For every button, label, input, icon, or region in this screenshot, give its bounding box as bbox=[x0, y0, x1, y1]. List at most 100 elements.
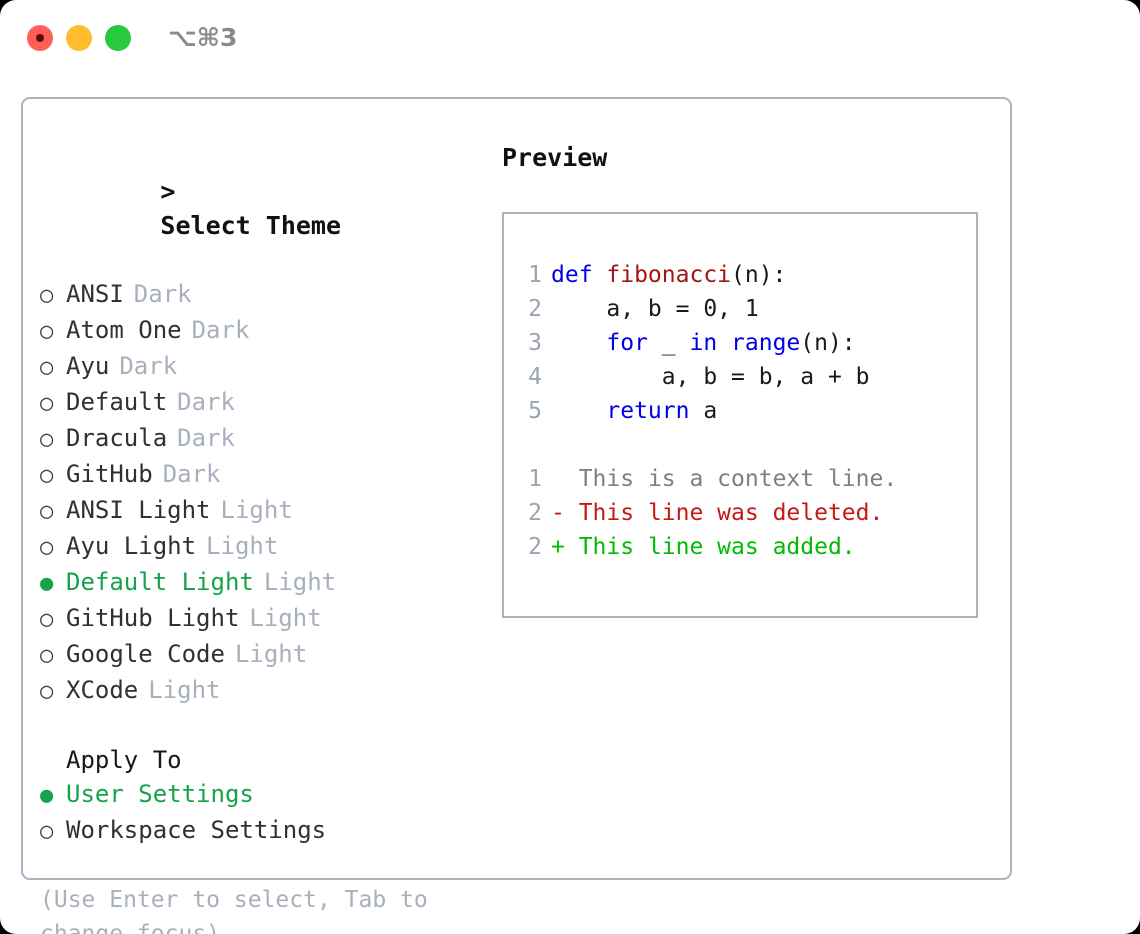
code-token: def bbox=[551, 262, 607, 288]
close-window-icon[interactable] bbox=[27, 25, 53, 51]
code-line-number: 2 bbox=[528, 296, 542, 322]
theme-option-row[interactable]: ○ ANSI Light Light bbox=[40, 493, 490, 529]
theme-option-category: Light bbox=[234, 640, 308, 668]
diff-marker: - bbox=[551, 500, 579, 526]
theme-option-row[interactable]: ○ Ayu Dark bbox=[40, 349, 490, 385]
keyboard-shortcut-label: ⌥⌘3 bbox=[168, 23, 238, 52]
prompt-caret-icon: > bbox=[160, 177, 176, 206]
code-line-number: 3 bbox=[528, 330, 542, 356]
theme-option-category: Dark bbox=[133, 280, 192, 308]
theme-option-label: GitHub Light bbox=[66, 604, 240, 632]
code-token: _ bbox=[647, 330, 690, 356]
theme-option-row[interactable]: ○ XCode Light bbox=[40, 673, 490, 709]
window-titlebar: ⌥⌘3 bbox=[0, 0, 1140, 78]
code-line-number: 5 bbox=[528, 398, 542, 424]
diff-text: This is a context line. bbox=[578, 466, 898, 492]
theme-option-category: Dark bbox=[119, 352, 178, 380]
code-line-number: 1 bbox=[528, 262, 542, 288]
theme-option-label: Ayu Light bbox=[66, 532, 197, 560]
code-line: 1 def fibonacci(n): bbox=[514, 258, 897, 292]
apply-to-option-list: ●User Settings ○ Workspace Settings bbox=[40, 777, 490, 849]
theme-option-label: XCode bbox=[66, 676, 139, 704]
apply-to-option-label: Workspace Settings bbox=[66, 816, 327, 844]
diff-line: 2- This line was deleted. bbox=[514, 496, 897, 530]
theme-option-row[interactable]: ○ Ayu Light Light bbox=[40, 529, 490, 565]
code-token bbox=[551, 398, 606, 424]
radio-unselected-icon: ○ bbox=[40, 391, 54, 416]
radio-unselected-icon: ○ bbox=[40, 819, 54, 844]
theme-option-label: ANSI Light bbox=[66, 496, 211, 524]
minimize-window-icon[interactable] bbox=[66, 25, 92, 51]
radio-unselected-icon: ○ bbox=[40, 319, 54, 344]
diff-marker bbox=[551, 466, 579, 492]
radio-unselected-icon: ○ bbox=[40, 283, 54, 308]
theme-option-label: Atom One bbox=[66, 316, 182, 344]
diff-text: This line was added. bbox=[578, 534, 856, 560]
diff-line-number: 2 bbox=[528, 534, 542, 560]
theme-option-category: Light bbox=[263, 568, 337, 596]
apply-to-option-row[interactable]: ●User Settings bbox=[40, 777, 490, 813]
list-spacer bbox=[40, 709, 490, 743]
code-token: (n): bbox=[731, 262, 787, 288]
diff-line: 1 This is a context line. bbox=[514, 462, 897, 496]
theme-option-label: GitHub bbox=[66, 460, 153, 488]
preview-header: Preview bbox=[502, 143, 608, 172]
code-token: fibonacci bbox=[606, 262, 732, 288]
code-token: for bbox=[606, 330, 648, 356]
theme-option-row[interactable]: ○ GitHub Dark bbox=[40, 457, 490, 493]
code-blank-line bbox=[514, 428, 897, 462]
apply-to-label: Apply To bbox=[66, 746, 182, 774]
theme-option-category: Dark bbox=[177, 388, 235, 416]
theme-option-category: Light bbox=[206, 532, 279, 560]
theme-option-category: Light bbox=[220, 496, 293, 524]
diff-text: This line was deleted. bbox=[578, 500, 884, 526]
apply-to-option-row[interactable]: ○ Workspace Settings bbox=[40, 813, 490, 849]
code-token: (n): bbox=[800, 330, 856, 356]
code-line: 4 a, b = b, a + b bbox=[514, 360, 897, 394]
radio-unselected-icon: ○ bbox=[40, 355, 54, 380]
radio-unselected-icon: ○ bbox=[40, 679, 54, 704]
theme-option-row[interactable]: ○ Dracula Dark bbox=[40, 421, 490, 457]
theme-option-category: Dark bbox=[162, 460, 221, 488]
code-token: in range bbox=[689, 330, 801, 356]
radio-unselected-icon: ○ bbox=[40, 499, 54, 524]
diff-line-number: 1 bbox=[528, 466, 542, 492]
theme-option-row[interactable]: ○ Google Code Light bbox=[40, 637, 490, 673]
theme-option-label: ANSI bbox=[66, 280, 124, 308]
radio-unselected-icon: ○ bbox=[40, 643, 54, 668]
maximize-window-icon[interactable] bbox=[105, 25, 131, 51]
theme-option-category: Dark bbox=[177, 424, 235, 452]
code-token: a, b = 0, 1 bbox=[551, 296, 759, 322]
radio-unselected-icon: ○ bbox=[40, 607, 54, 632]
theme-option-label: Ayu bbox=[66, 352, 110, 380]
code-line-number: 4 bbox=[528, 364, 542, 390]
radio-unselected-icon: ○ bbox=[40, 463, 54, 488]
theme-option-row[interactable]: ○ ANSI Dark bbox=[40, 277, 490, 313]
diff-marker: + bbox=[551, 534, 579, 560]
code-token bbox=[551, 330, 606, 356]
select-theme-title: Select Theme bbox=[160, 211, 342, 240]
theme-option-label: Default Light bbox=[66, 568, 254, 596]
radio-unselected-icon: ○ bbox=[40, 535, 54, 560]
window-controls bbox=[27, 25, 131, 51]
code-line: 5 return a bbox=[514, 394, 897, 428]
radio-unselected-icon: ○ bbox=[40, 427, 54, 452]
theme-option-label: Dracula bbox=[66, 424, 168, 452]
theme-option-label: Google Code bbox=[66, 640, 225, 668]
diff-line: 2 + This line was added. bbox=[514, 530, 897, 564]
code-line: 2 a, b = 0, 1 bbox=[514, 292, 897, 326]
code-token: return bbox=[606, 398, 690, 424]
theme-option-category: Light bbox=[148, 676, 221, 704]
code-line: 3 for _ in range(n): bbox=[514, 326, 897, 360]
code-token: a, b = b, a + b bbox=[551, 364, 870, 390]
